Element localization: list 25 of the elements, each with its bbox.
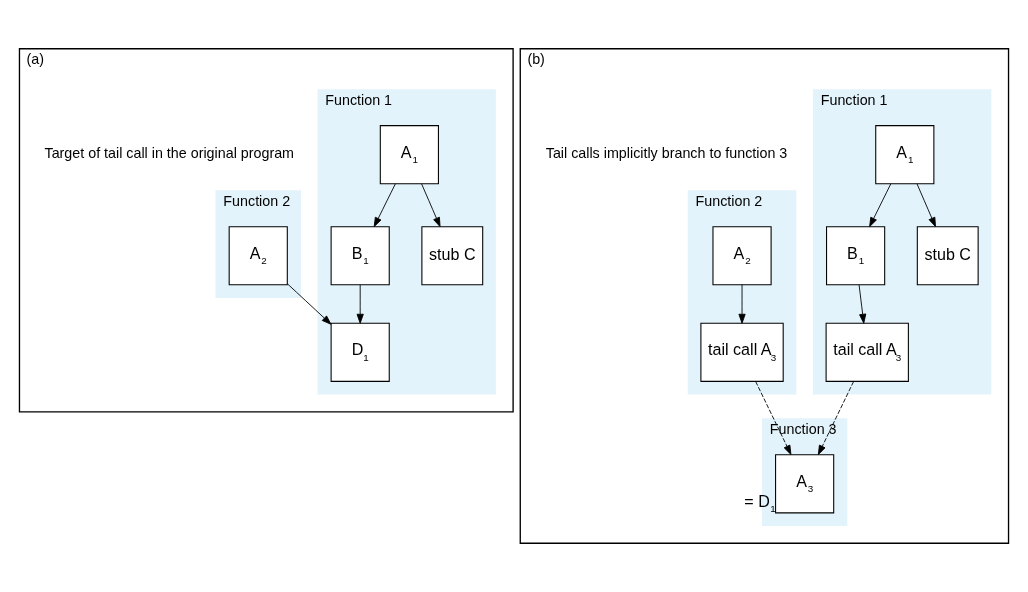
node-box: stub C	[916, 226, 979, 286]
node-box: D$_{1}$	[330, 322, 390, 382]
arrow	[738, 284, 746, 324]
node-box: tail call A$_{3}$	[825, 322, 909, 382]
arrow	[287, 283, 332, 325]
node-box: B$_{1}$	[330, 226, 390, 286]
node-box: A$_{2}$	[228, 226, 288, 286]
arrow	[817, 381, 854, 455]
arrow	[373, 183, 396, 228]
node-label: = D$_{1}$	[744, 491, 776, 515]
node-box: B$_{1}$	[826, 226, 886, 286]
node-box: stub C	[421, 226, 484, 286]
node-box: A$_{2}$	[712, 226, 772, 286]
arrow	[916, 183, 936, 228]
node-box: A$_{1}$	[875, 125, 935, 185]
arrow	[858, 284, 867, 324]
arrow	[421, 183, 441, 228]
node-box: tail call A$_{3}$	[700, 322, 784, 382]
arrow	[755, 381, 792, 455]
arrow	[356, 284, 364, 324]
arrow	[869, 183, 892, 228]
node-box: A$_{1}$	[379, 125, 439, 185]
node-box: A$_{3}$	[775, 454, 835, 514]
label: Tail calls implicitly branch to function 3	[545, 145, 788, 162]
label: Target of tail call in the original program	[44, 145, 295, 162]
